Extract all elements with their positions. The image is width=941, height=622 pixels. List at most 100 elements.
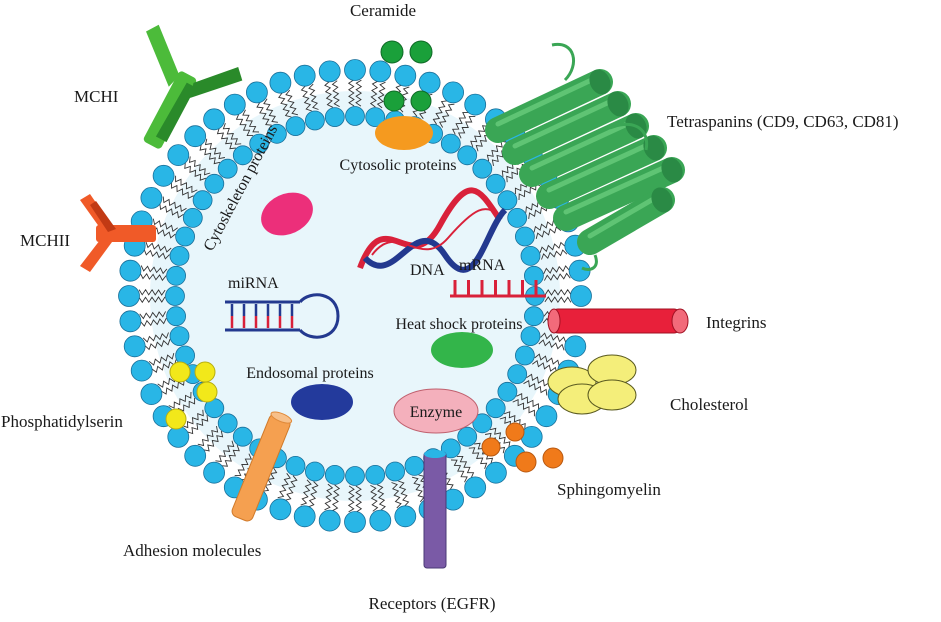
phosphatidylserin-lipids (165, 361, 218, 430)
lipid-head-inner (285, 116, 306, 136)
lipid-head-outer (140, 186, 163, 209)
cytosolic-proteins-shape (375, 116, 433, 150)
lipid-head-inner (175, 226, 196, 247)
lipid-head-inner (515, 345, 535, 366)
tetraspanins-protein (485, 42, 685, 271)
lipid-head-outer (269, 71, 292, 94)
dna-helix (357, 187, 508, 273)
lipid-head-inner (166, 265, 187, 286)
lipid-head-inner (365, 464, 386, 485)
label-enzyme: Enzyme (410, 404, 462, 421)
lipid-head-outer (484, 461, 507, 484)
lipid-head-inner (217, 413, 238, 434)
lipid-head-outer (118, 285, 140, 307)
lipid-head-inner (169, 245, 190, 266)
cytoskeleton-proteins-shape (261, 192, 313, 236)
lipid-head-inner (485, 173, 506, 194)
lipid-head-outer (318, 60, 341, 83)
lipid-head-inner (520, 326, 541, 347)
label-tetraspanins: Tetraspanins (CD9, CD63, CD81) (667, 112, 899, 131)
lipid-head-inner (192, 190, 213, 211)
label-sphingomyelin: Sphingomyelin (557, 480, 661, 499)
lipid-head-outer (119, 259, 142, 282)
lipid-head-inner (472, 158, 493, 179)
lipid-head-outer (344, 59, 366, 81)
lipid-head-inner (285, 455, 306, 476)
lipid-head-inner (217, 158, 238, 179)
lipid-head-inner (266, 123, 287, 144)
lipid-head-inner (304, 461, 325, 482)
cholesterol-molecules (547, 354, 637, 415)
lipid-head-inner (165, 286, 185, 306)
label-adhesion: Adhesion molecules (123, 541, 261, 560)
lipid-head-inner (324, 107, 345, 127)
lipid-head-inner (524, 265, 544, 286)
label-cholesterol: Cholesterol (670, 395, 749, 414)
lipid-head-outer (318, 509, 341, 532)
label-mchi: MCHI (74, 87, 119, 106)
lipid-head-inner (345, 466, 365, 486)
mrna-strand (450, 280, 546, 298)
lipid-head-inner (385, 461, 406, 482)
lipid-head-inner (524, 306, 544, 327)
label-heat-shock-proteins: Heat shock proteins (395, 316, 522, 333)
label-cytosolic-proteins: Cytosolic proteins (340, 157, 457, 174)
lipid-head-outer (520, 425, 543, 448)
label-ceramide: Ceramide (350, 1, 416, 20)
mirna-hairpin (225, 293, 340, 339)
endosomal-proteins-shape (291, 384, 353, 420)
heat-shock-proteins-shape (431, 332, 493, 368)
lipid-head-inner (515, 226, 535, 247)
lipid-head-inner (507, 364, 528, 385)
lipid-head-inner (457, 426, 478, 447)
lipid-head-outer (184, 444, 207, 467)
label-mchii: MCHII (20, 231, 70, 250)
lipid-head-inner (169, 326, 190, 347)
sphingomyelin-lipids (481, 422, 564, 473)
lipid-head-outer (123, 335, 146, 358)
label-mirna: miRNA (228, 275, 279, 292)
lipid-head-outer (167, 425, 190, 448)
lipid-head-inner (507, 207, 528, 228)
mchi-protein (143, 24, 243, 149)
lipid-head-outer (442, 81, 465, 104)
lipid-head-outer (369, 509, 392, 532)
lipid-head-outer (245, 81, 268, 104)
label-mrna: mRNA (459, 257, 506, 274)
lipid-head-inner (166, 306, 187, 327)
lipid-head-outer (293, 64, 316, 87)
lipid-head-outer (418, 71, 441, 94)
integrins-protein (547, 308, 689, 334)
label-endosomal-proteins: Endosomal proteins (246, 365, 374, 382)
lipid-head-outer (130, 359, 153, 382)
lipid-head-outer (464, 93, 487, 116)
mchii-protein (80, 194, 156, 272)
lipid-head-outer (570, 285, 592, 307)
lipid-head-outer (140, 383, 163, 406)
lipid-head-inner (304, 110, 325, 131)
label-phosphatidylserin: Phosphatidylserin (1, 412, 123, 431)
lipid-head-outer (223, 93, 246, 116)
lipid-head-inner (324, 464, 345, 485)
lipid-head-inner (485, 398, 506, 419)
lipid-head-outer (203, 461, 226, 484)
ceramide-lipids (380, 40, 433, 112)
lipid-head-outer (293, 505, 316, 528)
lipid-head-inner (249, 133, 270, 154)
lipid-head-inner (204, 173, 225, 194)
lipid-head-outer (394, 505, 417, 528)
label-receptors: Receptors (EGFR) (368, 594, 495, 613)
lipid-head-inner (497, 190, 518, 211)
lipid-head-outer (152, 164, 175, 187)
lipid-head-inner (365, 107, 386, 127)
lipid-head-inner (345, 106, 365, 126)
lipid-head-outer (535, 405, 558, 428)
lipid-head-inner (520, 245, 541, 266)
lipid-head-outer (167, 144, 190, 167)
lipid-head-inner (182, 207, 203, 228)
lipid-head-inner (232, 426, 253, 447)
lipid-head-inner (457, 145, 478, 166)
receptors-protein (423, 450, 447, 569)
